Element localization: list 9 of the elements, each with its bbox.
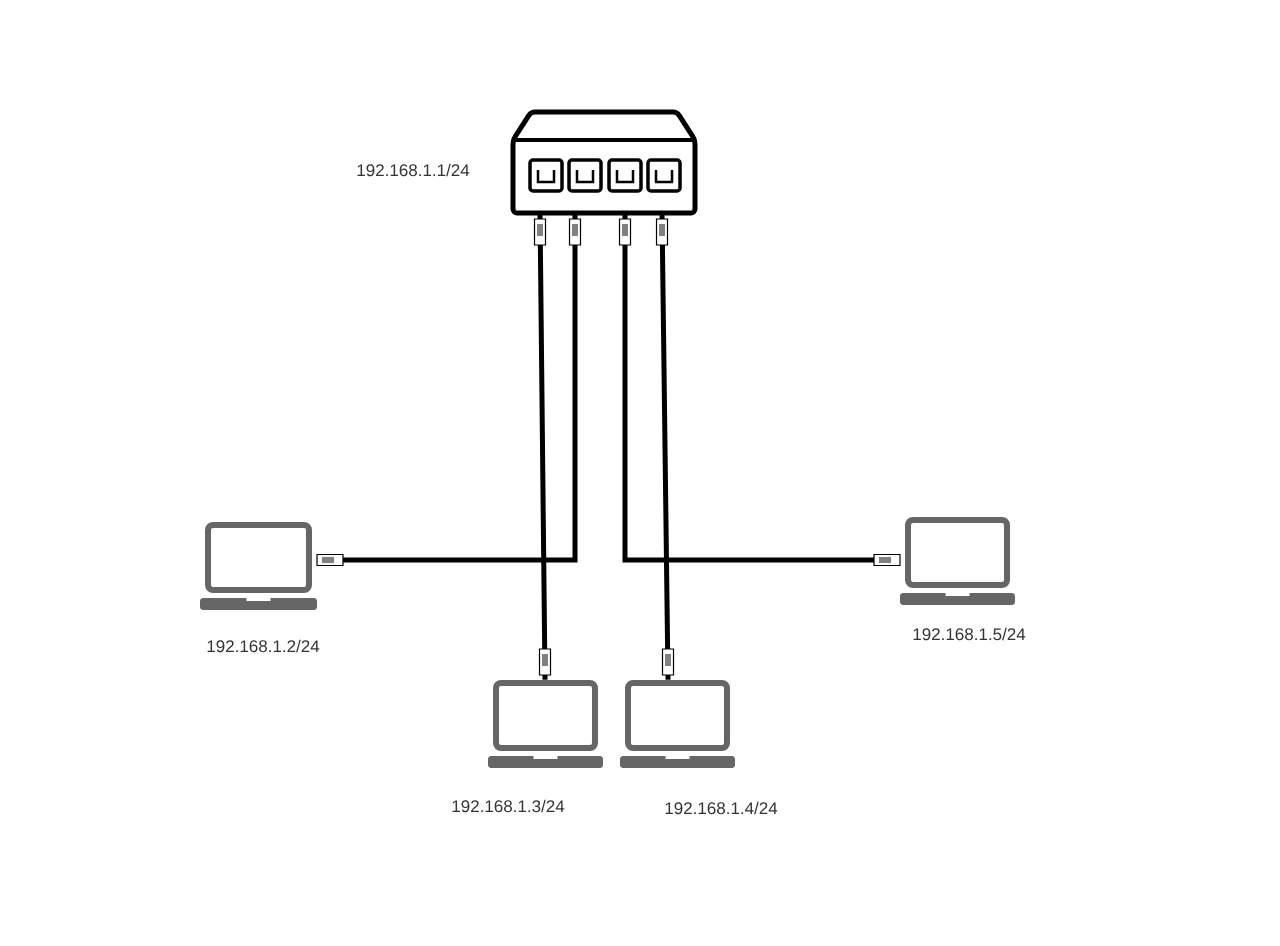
cable (316, 213, 582, 567)
cable (533, 213, 552, 680)
ip-label: 192.168.1.3/24 (452, 799, 565, 813)
cable (618, 213, 901, 567)
cable (655, 213, 675, 680)
ip-label: 192.168.1.4/24 (665, 801, 778, 815)
ip-label: 192.168.1.2/24 (207, 639, 320, 653)
ip-label: 192.168.1.5/24 (913, 627, 1026, 641)
ip-label: 192.168.1.1/24 (357, 163, 470, 177)
